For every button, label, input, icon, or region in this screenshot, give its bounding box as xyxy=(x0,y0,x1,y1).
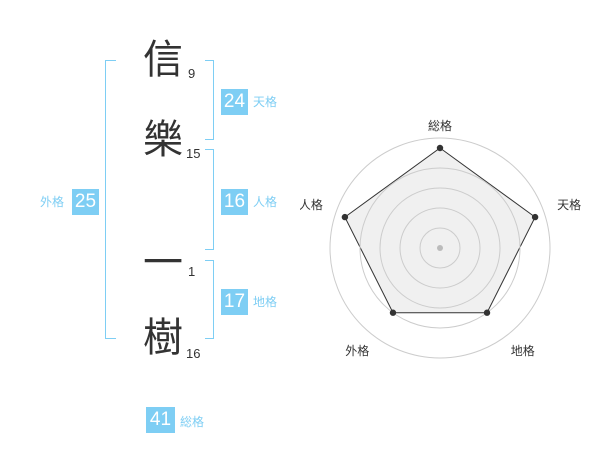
jinkaku-value: 16 xyxy=(221,189,248,215)
radar-point-5 xyxy=(341,213,349,221)
radar-outer-ring xyxy=(329,137,551,359)
radar-point-3 xyxy=(483,309,491,316)
name-char-2: 樂 xyxy=(143,117,183,163)
name-char-1: 信 xyxy=(143,37,183,83)
tenkaku-label: 天格 xyxy=(253,95,278,109)
radar-grid-ring xyxy=(379,187,501,309)
radar-label-1: 総格 xyxy=(428,118,452,133)
stroke-count-3: 1 xyxy=(188,264,196,279)
name-char-3: 一 xyxy=(143,240,183,286)
tenkaku-value: 24 xyxy=(221,89,248,115)
radar-point-4 xyxy=(389,309,397,316)
radar-label-3: 地格 xyxy=(511,343,535,358)
radar-grid-ring xyxy=(359,167,521,329)
soukaku-label: 総格 xyxy=(180,415,205,429)
radar-grid-ring xyxy=(399,207,481,289)
gaikaku-bracket xyxy=(105,60,116,339)
chikaku-label: 地格 xyxy=(253,295,278,309)
radar-label-2: 天格 xyxy=(557,197,581,212)
radar-center-dot xyxy=(437,245,443,251)
tenkaku-bracket xyxy=(205,60,214,140)
stroke-count-1: 9 xyxy=(188,66,196,81)
radar-label-4: 外格 xyxy=(345,343,369,358)
jinkaku-label: 人格 xyxy=(253,195,278,209)
radar-point-2 xyxy=(531,213,539,221)
chikaku-bracket xyxy=(205,260,214,339)
gaikaku-value: 25 xyxy=(72,189,99,215)
radar-data-polygon xyxy=(344,147,536,314)
stroke-count-2: 15 xyxy=(186,146,201,161)
radar-grid-ring xyxy=(419,227,461,269)
soukaku-value: 41 xyxy=(146,407,175,433)
stroke-count-4: 16 xyxy=(186,346,201,361)
radar-label-5: 人格 xyxy=(300,197,323,212)
gaikaku-label: 外格 xyxy=(40,195,65,209)
jinkaku-bracket xyxy=(205,149,214,250)
name-char-4: 樹 xyxy=(143,315,183,361)
chikaku-value: 17 xyxy=(221,289,248,315)
radar-point-1 xyxy=(436,144,444,152)
